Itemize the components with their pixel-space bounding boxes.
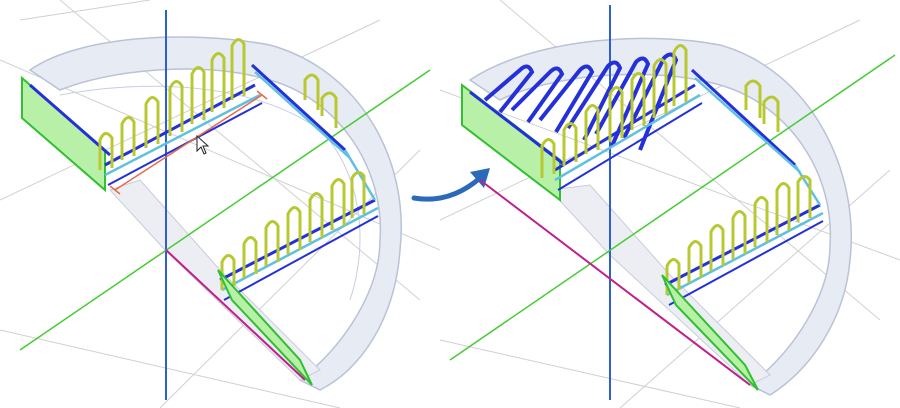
- axis-green: [19, 69, 431, 351]
- rail-upper[interactable]: [554, 83, 703, 191]
- rail-side[interactable]: [690, 68, 801, 173]
- loops-upper[interactable]: [540, 44, 688, 178]
- plank-left[interactable]: [461, 82, 566, 203]
- plank-left[interactable]: [21, 75, 111, 193]
- pointer-arrow-icon: [196, 135, 210, 155]
- loops-lower[interactable]: [220, 171, 366, 290]
- axis-green: [449, 54, 896, 361]
- plank-lower[interactable]: [661, 274, 759, 391]
- axis-magenta: [479, 179, 751, 386]
- curved-wall[interactable]: [468, 37, 852, 396]
- loops-lower[interactable]: [665, 175, 812, 295]
- rail-side[interactable]: [250, 63, 351, 159]
- axis-magenta: [165, 249, 306, 381]
- scene-before-edit[interactable]: [0, 0, 440, 408]
- scene-after-edit[interactable]: [440, 0, 900, 408]
- plank-lower[interactable]: [217, 269, 313, 386]
- rail-lower[interactable]: [219, 149, 379, 301]
- loops-new[interactable]: [483, 52, 679, 151]
- dimension-line[interactable]: [109, 90, 268, 195]
- loops-upper[interactable]: [98, 38, 246, 170]
